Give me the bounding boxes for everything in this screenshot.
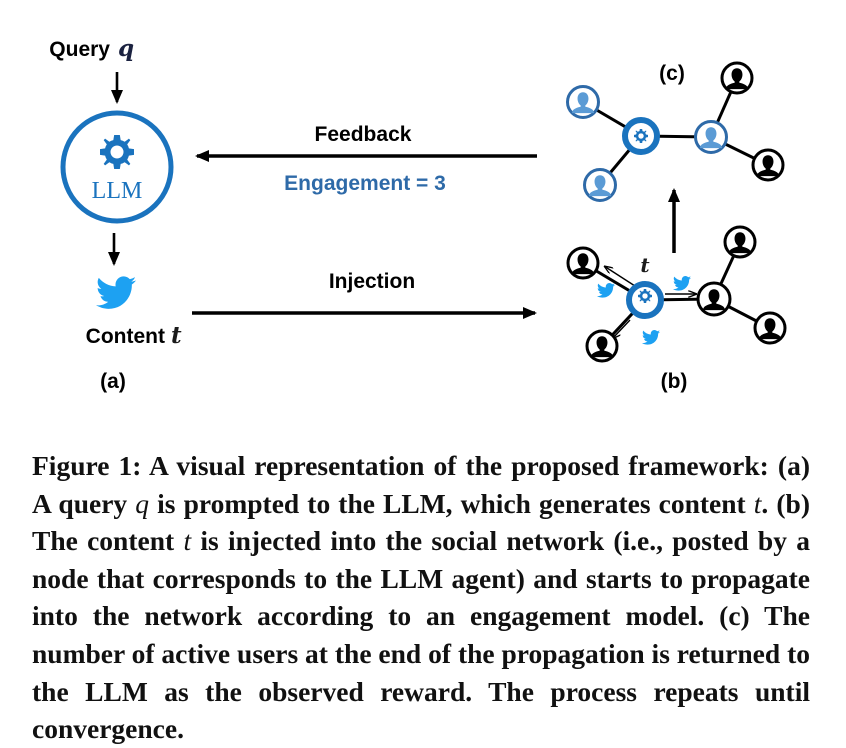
caption-text: . (b) The content	[32, 487, 811, 557]
twitter-bird-icon	[673, 276, 691, 291]
panel-b-label: (b)	[661, 370, 688, 393]
query-label: Query	[49, 38, 110, 61]
user-node	[751, 148, 785, 182]
injection-label: Injection	[329, 270, 415, 293]
panel-a: Query q LLM Content t (a)	[49, 35, 182, 393]
propagation-arrow	[612, 319, 631, 339]
feedback-link: Feedback Engagement = 3	[195, 123, 537, 195]
caption-var-t: t	[753, 487, 762, 519]
twitter-bird-icon	[642, 330, 660, 345]
user-node	[566, 246, 600, 280]
panel-c-label: (c)	[659, 62, 685, 85]
panel-a-label: (a)	[100, 370, 126, 393]
user-node	[696, 281, 732, 317]
propagation-arrows	[604, 266, 697, 339]
propagation-arrow	[604, 266, 636, 287]
engagement-value: Engagement = 3	[284, 172, 446, 195]
engaged-user-node	[566, 85, 600, 119]
llm-label: LLM	[92, 178, 143, 204]
user-node	[723, 225, 757, 259]
llm-node: LLM	[60, 110, 174, 224]
injection-link: Injection	[192, 270, 537, 319]
content-var: t	[640, 253, 650, 277]
user-node	[585, 329, 619, 363]
user-node	[753, 311, 787, 345]
query-var: q	[118, 35, 134, 62]
framework-diagram: Query q LLM Content t (a) Feedback Engag…	[49, 35, 787, 393]
content-var: t	[171, 322, 182, 349]
engaged-user-node	[694, 120, 728, 154]
caption-var-q: q	[135, 487, 150, 519]
twitter-bird-icon	[96, 276, 136, 309]
twitter-bird-icon	[597, 283, 615, 298]
caption-text: is prompted to the LLM, which generates …	[149, 487, 754, 519]
user-node	[720, 61, 754, 95]
engaged-user-node	[583, 168, 617, 202]
panel-b: t (b)	[566, 225, 787, 393]
llm-agent-node	[622, 117, 660, 155]
content-label: Content	[86, 325, 165, 348]
figure-caption: Figure 1: A visual representation of the…	[32, 447, 810, 748]
caption-text: is injected into the social network (i.e…	[32, 525, 810, 745]
caption-text: Figure 1: A visual representation of the…	[32, 450, 810, 519]
caption-var-t: t	[183, 525, 192, 557]
panel-c: (c)	[566, 61, 785, 202]
feedback-label: Feedback	[315, 123, 412, 146]
llm-agent-node	[626, 281, 664, 319]
